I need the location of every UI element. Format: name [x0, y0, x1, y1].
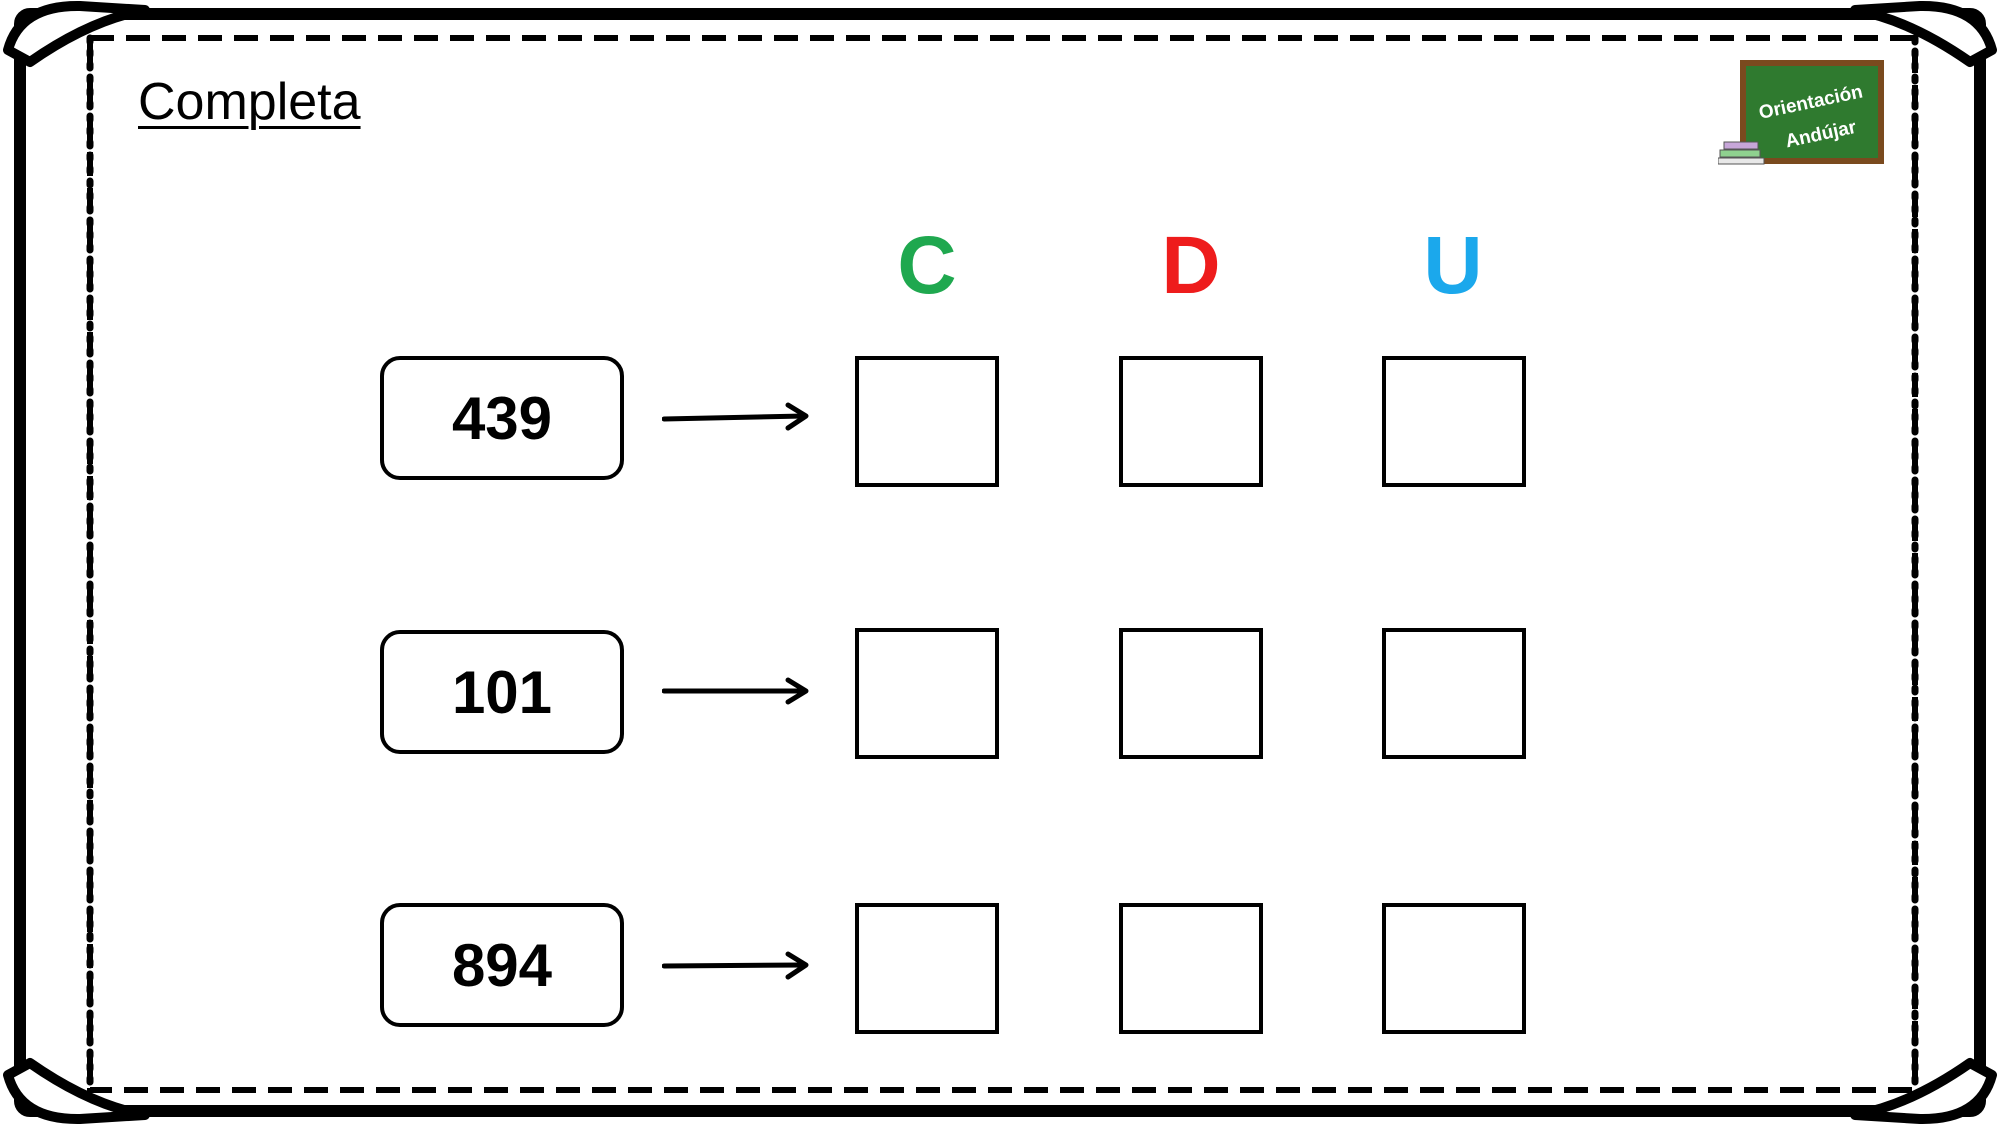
- arrow-right-icon: [662, 402, 809, 431]
- answer-box-tens[interactable]: [1119, 628, 1263, 759]
- column-header-d: D: [1161, 220, 1221, 311]
- answer-box-hundreds[interactable]: [855, 903, 999, 1034]
- page-title: Completa: [138, 73, 361, 131]
- arrow-right-icon: [662, 677, 809, 705]
- answer-box-tens[interactable]: [1119, 356, 1263, 487]
- orientacion-andujar-logo: Orientación Andújar: [1718, 60, 1884, 165]
- answer-box-hundreds[interactable]: [855, 628, 999, 759]
- answer-box-units[interactable]: [1382, 903, 1526, 1034]
- answer-box-hundreds[interactable]: [855, 356, 999, 487]
- number-box: 439: [380, 356, 624, 480]
- column-header-u: U: [1423, 220, 1483, 311]
- answer-box-units[interactable]: [1382, 356, 1526, 487]
- arrow-right-icon: [662, 951, 809, 980]
- answer-box-tens[interactable]: [1119, 903, 1263, 1034]
- column-header-c: C: [897, 220, 957, 311]
- number-box: 101: [380, 630, 624, 754]
- number-box: 894: [380, 903, 624, 1027]
- answer-box-units[interactable]: [1382, 628, 1526, 759]
